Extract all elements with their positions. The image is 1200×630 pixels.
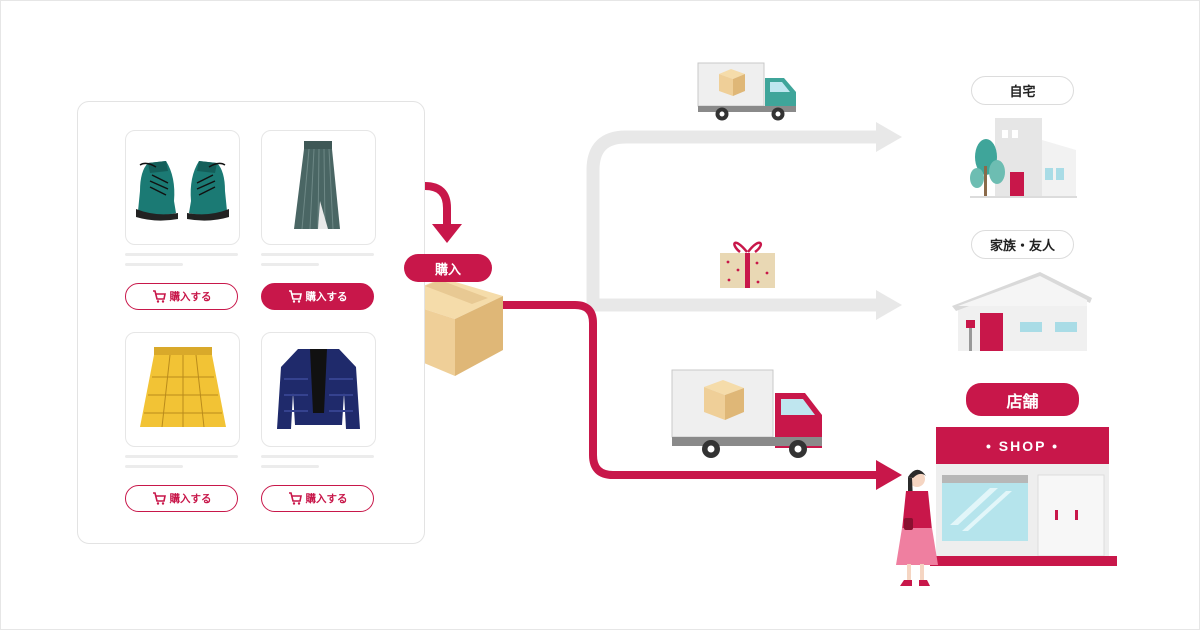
delivery-truck-icon: [697, 62, 796, 121]
product-text-line: [125, 263, 183, 266]
route-to-home-arrow: [586, 122, 902, 312]
buy-button-label: 購入する: [305, 291, 348, 303]
skirt-image: [294, 141, 340, 230]
store-sign: • SHOP •: [985, 438, 1059, 454]
plaid-skirt-image: [140, 347, 226, 428]
route-to-store-arrow: [500, 301, 902, 490]
buy-button-plaid-skirt[interactable]: 購入する: [125, 485, 238, 512]
product-text-line: [125, 465, 183, 468]
cart-icon: [152, 492, 166, 505]
product-text-line: [261, 263, 319, 266]
family-house-icon: [952, 272, 1092, 351]
buy-button-boots[interactable]: 購入する: [125, 283, 238, 310]
route-to-family-arrow: [593, 290, 902, 320]
buy-button-skirt[interactable]: 購入する: [261, 283, 374, 310]
boots-image: [136, 161, 229, 221]
destination-family-label: 家族・友人: [971, 230, 1074, 259]
gift-box-icon: [720, 241, 775, 288]
product-text-line: [261, 455, 374, 458]
store-delivery-truck-icon: [671, 369, 822, 458]
product-text-line: [261, 253, 374, 256]
cart-icon: [288, 492, 302, 505]
destination-store-label: 店舗: [966, 383, 1079, 416]
product-text-line: [125, 253, 238, 256]
product-card-boots[interactable]: [125, 130, 240, 245]
home-building-icon: [970, 118, 1077, 198]
product-card-skirt[interactable]: [261, 130, 376, 245]
down-jacket-image: [277, 349, 360, 429]
product-text-line: [261, 465, 319, 468]
cart-icon: [288, 290, 302, 303]
buy-button-label: 購入する: [169, 493, 212, 505]
product-card-down-jacket[interactable]: [261, 332, 376, 447]
shopping-site-panel: 購入する 購入する: [77, 101, 425, 544]
purchase-label: 購入: [404, 254, 492, 282]
product-text-line: [125, 455, 238, 458]
buy-button-label: 購入する: [305, 493, 348, 505]
cart-icon: [152, 290, 166, 303]
destination-home-label: 自宅: [971, 76, 1074, 105]
store-building-icon: [930, 427, 1117, 566]
buy-button-label: 購入する: [169, 291, 212, 303]
buy-button-down-jacket[interactable]: 購入する: [261, 485, 374, 512]
purchase-arrow: [376, 182, 462, 243]
product-card-plaid-skirt[interactable]: [125, 332, 240, 447]
shopper-person-icon: [896, 469, 938, 586]
